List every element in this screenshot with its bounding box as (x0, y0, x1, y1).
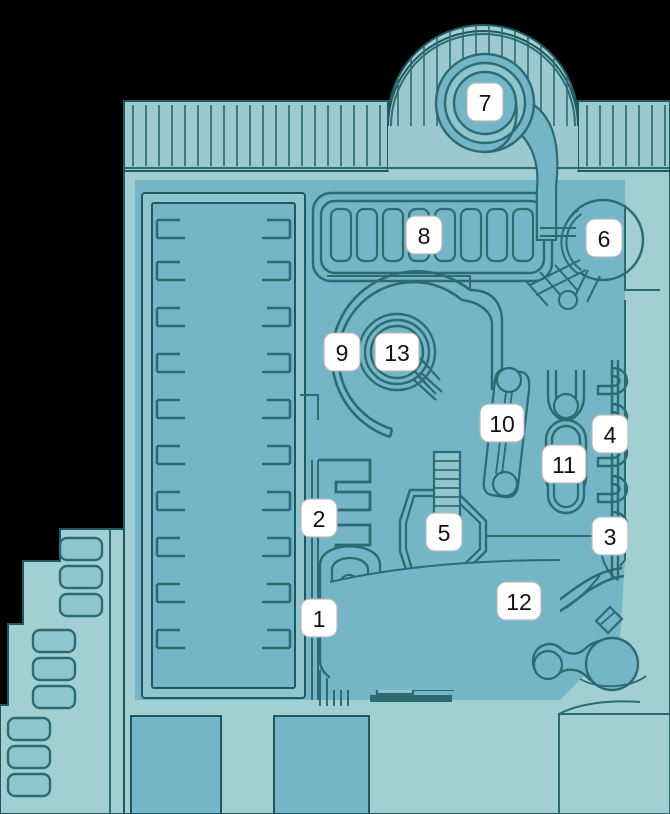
callout-11-label: 11 (552, 452, 576, 478)
callout-7[interactable]: 7 (466, 82, 504, 122)
callout-12-label: 12 (506, 589, 532, 615)
left-slot-column (6, 529, 111, 814)
callout-1-label: 1 (313, 606, 326, 632)
callout-1[interactable]: 1 (300, 598, 338, 638)
callout-1-box (300, 598, 338, 638)
callout-5-label: 5 (438, 520, 451, 546)
callout-3-box (591, 516, 629, 556)
callout-8-label: 8 (418, 223, 431, 249)
callout-3[interactable]: 3 (591, 516, 629, 556)
callout-2-box (300, 498, 338, 538)
callout-6[interactable]: 6 (585, 218, 623, 258)
callout-4[interactable]: 4 (591, 414, 629, 454)
callout-8-box (405, 215, 443, 255)
callout-2-label: 2 (313, 506, 326, 532)
callout-13-box (374, 332, 420, 372)
peanut-vessel (531, 605, 647, 692)
callout-5-box (425, 512, 463, 552)
callout-3-label: 3 (604, 524, 617, 550)
callout-9-box (323, 332, 361, 372)
ribbed-band (123, 100, 670, 172)
large-tank (141, 192, 306, 699)
callout-13-label: 13 (384, 340, 410, 366)
callout-11[interactable]: 11 (541, 444, 587, 484)
bottom-blocks (130, 700, 670, 814)
callout-11-box (541, 444, 587, 484)
callout-10-box (479, 403, 525, 443)
callout-6-label: 6 (598, 226, 611, 252)
concentric-rings-13 (357, 312, 443, 401)
callout-12-box (496, 581, 542, 621)
callout-6-box (585, 218, 623, 258)
callout-9[interactable]: 9 (323, 332, 361, 372)
callout-12[interactable]: 12 (496, 581, 542, 621)
clamp-assembly-6 (524, 198, 660, 310)
callout-7-label: 7 (479, 90, 492, 116)
callout-10-label: 10 (489, 411, 515, 437)
spiral-drum-9 (300, 270, 504, 439)
callout-13[interactable]: 13 (374, 332, 420, 372)
callout-7-box (466, 82, 504, 122)
callout-4-box (591, 414, 629, 454)
callout-10[interactable]: 10 (479, 403, 525, 443)
callout-5[interactable]: 5 (425, 512, 463, 552)
callout-2[interactable]: 2 (300, 498, 338, 538)
callout-4-label: 4 (604, 422, 617, 448)
callout-8[interactable]: 8 (405, 215, 443, 255)
callout-9-label: 9 (336, 340, 349, 366)
